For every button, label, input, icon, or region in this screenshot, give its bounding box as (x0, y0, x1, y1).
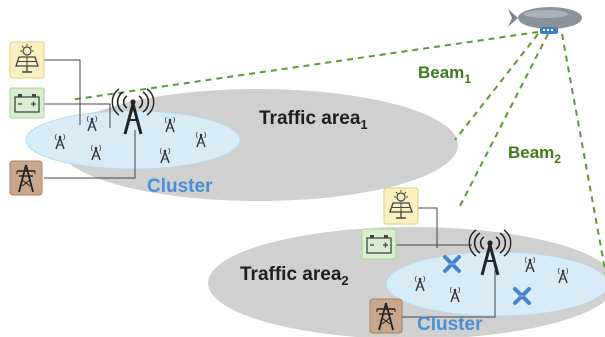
beam-1-label: Beam1 (418, 63, 471, 86)
beam-lines (69, 31, 605, 276)
cluster-1-label: Cluster (147, 176, 213, 197)
beam-2-label: Beam2 (508, 143, 561, 166)
cluster-1 (25, 110, 241, 170)
solar-panel-icon (383, 187, 419, 225)
power-tower-icon (369, 298, 403, 334)
battery-icon (361, 228, 397, 260)
airship-icon (508, 7, 582, 34)
traffic-area-2-label: Traffic area2 (240, 264, 349, 288)
battery-icon (9, 87, 45, 119)
power-tower-icon (9, 160, 43, 196)
cluster-2-label: Cluster (417, 314, 483, 335)
power-lines-2 (396, 207, 496, 318)
traffic-area-1-label: Traffic area1 (259, 108, 368, 132)
power-lines-1 (44, 59, 136, 179)
cluster-2 (385, 251, 605, 317)
solar-panel-icon (9, 41, 45, 79)
